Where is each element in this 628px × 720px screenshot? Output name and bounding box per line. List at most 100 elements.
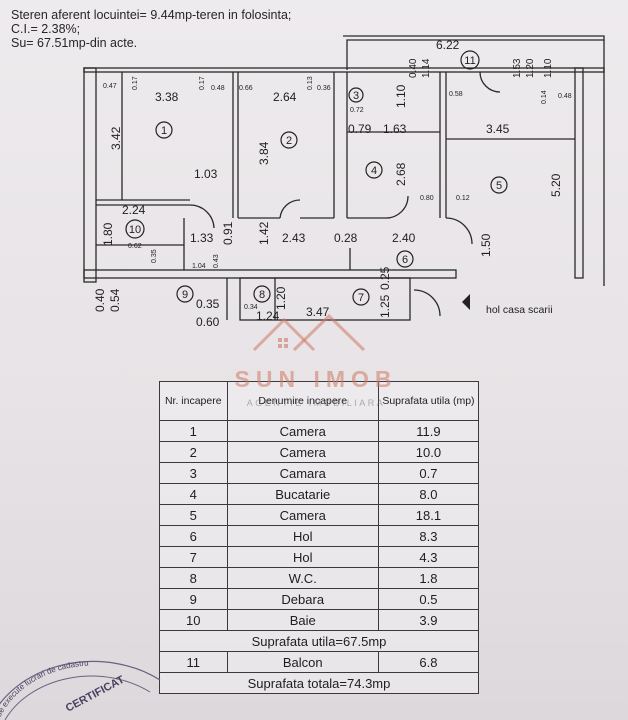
dim-2-64: 2.64 bbox=[273, 90, 297, 104]
watermark-brand: SUN IMOB bbox=[234, 366, 398, 392]
certificate-stamp: Se execute lucrari de cadastru CERTIFICA… bbox=[0, 659, 161, 720]
row-name: Baie bbox=[226, 609, 379, 631]
dim-1-14: 1.14 bbox=[421, 58, 432, 78]
room-label-7: 7 bbox=[358, 292, 364, 304]
dim-3-45: 3.45 bbox=[486, 122, 510, 136]
door-room2 bbox=[279, 199, 301, 219]
watermark-subtitle: AGENTIE IMOBILIARA bbox=[246, 398, 386, 408]
wall-bottom bbox=[83, 269, 457, 279]
row-nr: 2 bbox=[159, 441, 228, 463]
row-nr: 10 bbox=[159, 609, 228, 631]
dim-0-60: 0.60 bbox=[196, 315, 220, 329]
row-area: 11.9 bbox=[377, 420, 480, 442]
room-marker-4 bbox=[365, 161, 383, 179]
door-room5 bbox=[445, 217, 473, 245]
grand-total: Suprafata totala=74.3mp bbox=[159, 672, 479, 694]
dim-0-54: 0.54 bbox=[108, 288, 122, 312]
sdim-0-17a: 0.17 bbox=[132, 76, 139, 90]
sdim-1-04: 1.04 bbox=[192, 263, 206, 270]
room-label-5: 5 bbox=[496, 180, 502, 192]
sdim-0-36: 0.36 bbox=[317, 85, 331, 92]
header-notes: Steren aferent locuintei= 9.44mp-teren i… bbox=[11, 8, 291, 50]
row-name: Bucatarie bbox=[226, 483, 379, 505]
room-marker-11 bbox=[460, 50, 480, 70]
dim-3-84: 3.84 bbox=[257, 141, 271, 165]
dim-1-33: 1.33 bbox=[190, 231, 214, 245]
dim-3-42: 3.42 bbox=[109, 126, 123, 150]
room-label-3: 3 bbox=[353, 90, 359, 102]
row-name: Hol bbox=[226, 525, 379, 547]
dim-3-38: 3.38 bbox=[155, 90, 179, 104]
sdim-0-17b: 0.17 bbox=[199, 76, 206, 90]
dim-1-20-top: 1.20 bbox=[525, 58, 536, 78]
dim-0-79: 0.79 bbox=[348, 122, 372, 136]
row-name: Camara bbox=[226, 462, 379, 484]
door-entry bbox=[413, 289, 441, 317]
room-marker-8 bbox=[253, 285, 271, 303]
sdim-0-34: 0.34 bbox=[244, 304, 258, 311]
dim-3-47: 3.47 bbox=[306, 305, 330, 319]
dim-0-25: 0.25 bbox=[378, 266, 392, 290]
row-name: W.C. bbox=[226, 567, 379, 589]
row-area: 10.0 bbox=[377, 441, 480, 463]
sdim-0-72: 0.72 bbox=[350, 107, 364, 114]
dim-0-40: 0.40 bbox=[93, 288, 107, 312]
wall-left bbox=[83, 67, 97, 283]
sdim-0-48b: 0.48 bbox=[558, 93, 572, 100]
dim-2-40: 2.40 bbox=[392, 231, 416, 245]
room-label-9: 9 bbox=[182, 289, 188, 301]
row-name: Camera bbox=[226, 420, 379, 442]
room-label-4: 4 bbox=[371, 165, 377, 177]
row-nr: 8 bbox=[159, 567, 228, 589]
door-balcony bbox=[479, 71, 501, 93]
sdim-0-13: 0.13 bbox=[307, 76, 314, 90]
row-area: 0.7 bbox=[377, 462, 480, 484]
row-area: 18.1 bbox=[377, 504, 480, 526]
stamp-word: CERTIFICAT bbox=[64, 674, 127, 715]
row-area: 0.5 bbox=[377, 588, 480, 610]
dim-1-24: 1.24 bbox=[256, 309, 280, 323]
row-nr: 6 bbox=[159, 525, 228, 547]
dim-1-20: 1.20 bbox=[274, 286, 288, 310]
sdim-0-58: 0.58 bbox=[449, 91, 463, 98]
door-room1 bbox=[189, 204, 215, 229]
sdim-0-43: 0.43 bbox=[213, 254, 220, 268]
dim-1-53: 1.53 bbox=[512, 58, 523, 78]
row-nr: 3 bbox=[159, 462, 228, 484]
sdim-0-12: 0.12 bbox=[456, 195, 470, 202]
sdim-0-35: 0.35 bbox=[151, 249, 158, 263]
header-line-1: Steren aferent locuintei= 9.44mp-teren i… bbox=[11, 8, 292, 22]
room-marker-2 bbox=[280, 131, 298, 149]
room-label-11: 11 bbox=[464, 55, 475, 67]
watermark-logo-icon bbox=[252, 313, 366, 352]
room-marker-6 bbox=[396, 250, 414, 268]
row-nr: 5 bbox=[159, 504, 228, 526]
room-marker-3 bbox=[348, 87, 364, 103]
balcony-area: 6.8 bbox=[377, 651, 480, 673]
room-marker-1 bbox=[155, 121, 173, 139]
sdim-0-14: 0.14 bbox=[541, 90, 548, 104]
row-area: 3.9 bbox=[377, 609, 480, 631]
dim-1-25: 1.25 bbox=[378, 294, 392, 318]
dim-0-35: 0.35 bbox=[196, 297, 220, 311]
row-name: Camera bbox=[226, 504, 379, 526]
sdim-0-47: 0.47 bbox=[103, 83, 117, 90]
stair-label: hol casa scarii bbox=[486, 304, 553, 316]
row-area: 4.3 bbox=[377, 546, 480, 568]
dim-2-43: 2.43 bbox=[282, 231, 306, 245]
door-room4 bbox=[384, 195, 409, 219]
row-name: Camera bbox=[226, 441, 379, 463]
dim-2-24: 2.24 bbox=[122, 203, 146, 217]
dim-1-42: 1.42 bbox=[257, 221, 271, 245]
dim-2-68: 2.68 bbox=[394, 162, 408, 186]
floor-plan: 1 2 3 4 5 6 7 8 9 10 11 6.22 3.38 2.64 1… bbox=[83, 35, 605, 329]
room-marker-10 bbox=[125, 219, 145, 239]
